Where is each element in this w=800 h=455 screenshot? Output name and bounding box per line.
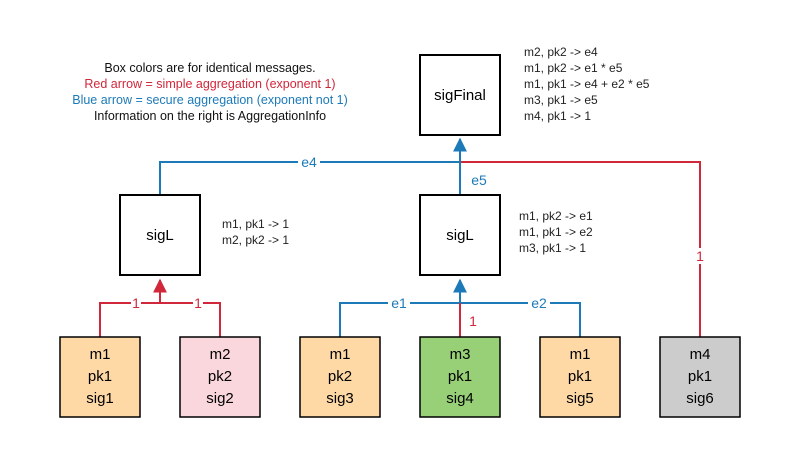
leaf-sig5: m1 pk1 sig5 <box>539 336 621 418</box>
leaf-line: pk1 <box>568 368 592 385</box>
edge-label-bg <box>528 295 550 310</box>
leaf-line: m1 <box>90 346 111 363</box>
node-label: sigFinal <box>434 87 486 104</box>
edge-leaf2-to-sigl-left <box>160 302 221 337</box>
leaf-line: pk2 <box>208 368 232 385</box>
node-sigl-mid: sigL <box>419 194 501 276</box>
edge-label-e1: e1 <box>391 295 407 311</box>
leaf-line: m1 <box>330 346 351 363</box>
legend-line-red-arrow: Red arrow = simple aggregation (exponent… <box>84 77 336 91</box>
leaf-line: m3 <box>450 346 471 363</box>
aggregation-info-left: m1, pk1 -> 1 m2, pk2 -> 1 <box>222 216 289 248</box>
edge-label-bg <box>131 295 141 310</box>
leaf-line: sig4 <box>446 390 474 407</box>
leaf-sig3: m1 pk2 sig3 <box>299 336 381 418</box>
leaf-line: pk2 <box>328 368 352 385</box>
leaf-sig4: m3 pk1 sig4 <box>419 336 501 418</box>
aggregation-info-final: m2, pk2 -> e4 m1, pk2 -> e1 * e5 m1, pk1… <box>524 44 649 124</box>
node-sigfinal: sigFinal <box>419 54 501 136</box>
edge-label-e4: e4 <box>301 154 317 170</box>
edge-leaf1-to-sigl-left <box>99 302 160 337</box>
aggregation-info-line: m1, pk1 -> 1 <box>222 217 290 231</box>
edge-leaf5-to-sigl-mid <box>460 302 581 337</box>
legend-line-aggregation-info: Information on the right is AggregationI… <box>93 109 327 123</box>
leaf-line: pk1 <box>88 368 112 385</box>
aggregation-info-line: m1, pk1 -> e2 <box>519 225 593 239</box>
aggregation-info-mid: m1, pk2 -> e1 m1, pk1 -> e2 m3, pk1 -> 1 <box>519 208 593 256</box>
leaf-line: pk1 <box>448 368 472 385</box>
leaf-line: sig1 <box>86 390 114 407</box>
aggregation-info-line: m3, pk1 -> e5 <box>524 93 598 107</box>
leaf-line: m1 <box>570 346 591 363</box>
edge-label-one: 1 <box>696 248 704 264</box>
aggregation-info-line: m1, pk2 -> e1 * e5 <box>524 61 623 75</box>
leaf-sig1: m1 pk1 sig1 <box>59 336 141 418</box>
aggregation-info-line: m1, pk1 -> e4 + e2 * e5 <box>524 77 650 91</box>
edge-leaf3-to-sigl-mid <box>339 302 460 337</box>
leaf-line: m2 <box>210 346 231 363</box>
leaf-line: sig5 <box>566 390 594 407</box>
node-label: sigL <box>446 227 474 244</box>
edge-label-bg <box>694 248 706 264</box>
aggregation-info-line: m2, pk2 -> e4 <box>524 45 598 59</box>
leaf-sig6: m4 pk1 sig6 <box>659 336 741 418</box>
leaf-line: pk1 <box>688 368 712 385</box>
edge-label-e2: e2 <box>531 295 547 311</box>
aggregation-info-line: m4, pk1 -> 1 <box>524 109 592 123</box>
edge-label-one: 1 <box>469 313 477 329</box>
edge-label-bg <box>193 295 203 310</box>
edge-label-one: 1 <box>194 295 202 311</box>
edge-leaf6-to-sigfinal <box>460 161 701 337</box>
leaf-line: sig3 <box>326 390 354 407</box>
node-label: sigL <box>146 227 174 244</box>
legend-line-colors: Box colors are for identical messages. <box>104 61 316 75</box>
edge-label-bg <box>298 155 320 170</box>
edge-label-e5: e5 <box>471 172 487 188</box>
edge-label-one: 1 <box>132 295 140 311</box>
aggregation-info-line: m3, pk1 -> 1 <box>519 241 587 255</box>
edge-label-bg <box>388 295 410 310</box>
leaf-sig2: m2 pk2 sig2 <box>179 336 261 418</box>
edge-label-bg <box>466 172 490 188</box>
leaf-line: sig2 <box>206 390 234 407</box>
leaf-line: sig6 <box>686 390 714 407</box>
edge-sigl-left-to-sigfinal <box>159 161 460 195</box>
node-sigl-left: sigL <box>119 194 201 276</box>
leaf-line: m4 <box>690 346 711 363</box>
aggregation-info-line: m2, pk2 -> 1 <box>222 233 290 247</box>
aggregation-info-line: m1, pk2 -> e1 <box>519 209 593 223</box>
legend-line-blue-arrow: Blue arrow = secure aggregation (exponen… <box>72 93 348 107</box>
